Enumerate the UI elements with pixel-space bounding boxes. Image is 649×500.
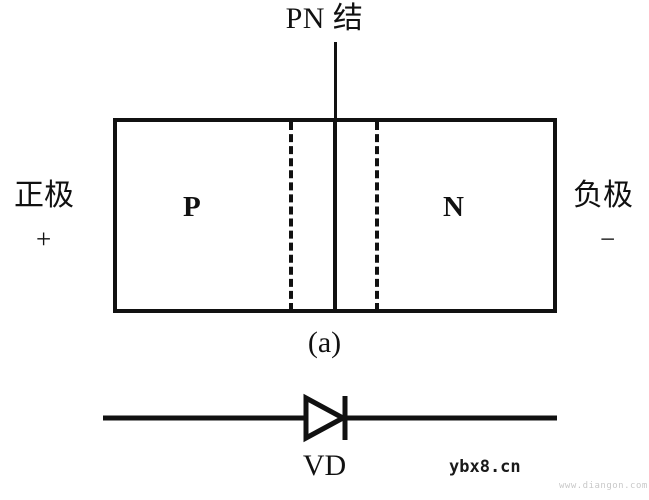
anode-terminal-label: 正极	[14, 179, 74, 212]
anode-polarity-sign: +	[36, 224, 52, 254]
n-region-label: N	[443, 191, 464, 223]
cathode-terminal-label: 负极	[573, 179, 633, 212]
cathode-polarity-sign: −	[600, 224, 616, 254]
pn-junction-line-icon	[333, 120, 337, 311]
p-region-label: P	[183, 191, 201, 223]
diode-device-label: VD	[302, 449, 347, 482]
figure-caption-a: (a)	[307, 326, 342, 359]
watermark-secondary: www.diangon.com	[559, 481, 648, 491]
depletion-boundary-dashed-line-icon-n	[375, 122, 379, 311]
diode-symbol-icon	[103, 393, 557, 443]
leader-line-icon	[334, 42, 337, 119]
depletion-boundary-dashed-line-icon-p	[289, 122, 293, 311]
watermark-primary: ybx8.cn	[449, 457, 521, 477]
pn-junction-title: PN 结	[285, 2, 364, 35]
